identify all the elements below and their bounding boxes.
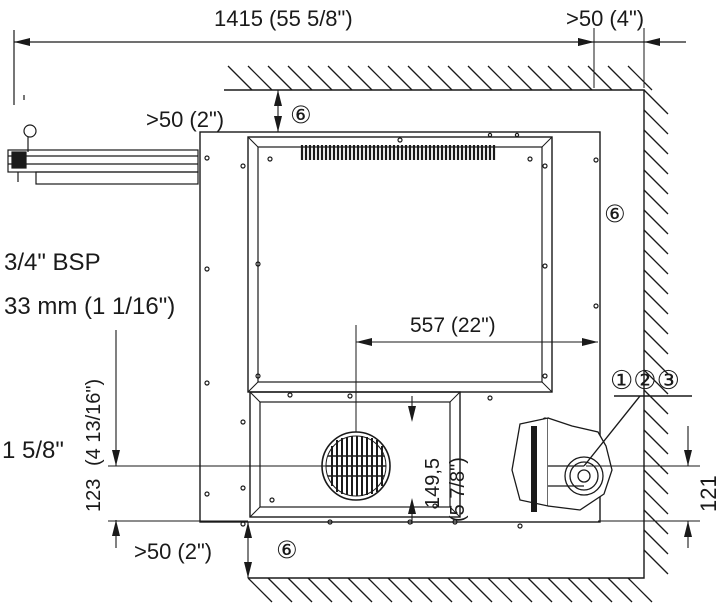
- clearance-marker-top: ⑥: [290, 101, 312, 129]
- connection-assembly: [511, 395, 692, 512]
- connection-markers: ①②③: [610, 366, 680, 396]
- top-wall-hatch: [227, 65, 653, 91]
- drain-height-imperial-label: (5 7/8"): [447, 457, 469, 522]
- bottom-clearance-label: >50 (2"): [134, 539, 212, 564]
- wall-hatching: [227, 65, 669, 603]
- hose-diameter-note: 33 mm (1 1/16"): [4, 293, 175, 320]
- drain-offset-label: 557 (22"): [410, 314, 496, 337]
- right-wall-hatch: [643, 89, 669, 575]
- wall-faces: [224, 89, 645, 579]
- bottom-wall-hatch: [247, 577, 653, 603]
- overall-width-label: 1415 (55 5/8"): [214, 6, 353, 31]
- left-height-label: 123: [83, 479, 105, 512]
- inlet-diameter-note: 1 5/8": [2, 437, 64, 464]
- left-height-imperial-label: (4 13/16"): [83, 379, 105, 466]
- drain-grille: [321, 431, 391, 501]
- drain-offset-dimension: [355, 325, 598, 432]
- right-clearance-label: >50 (4"): [566, 6, 644, 31]
- clearance-marker-right: ⑥: [604, 200, 626, 228]
- drain-height-dimension: [408, 396, 416, 524]
- clearance-marker-bottom: ⑥: [276, 536, 298, 564]
- overall-width-dimension: [13, 28, 686, 105]
- vent-slots: [300, 145, 496, 160]
- right-height-dimension: [586, 426, 700, 548]
- left-height-dimension: [108, 330, 330, 548]
- thread-note: 3/4" BSP: [4, 249, 101, 276]
- right-height-label: 121: [696, 475, 721, 512]
- drain-height-label: 149,5: [422, 458, 444, 508]
- top-clearance-label: >50 (2"): [146, 107, 224, 132]
- side-rail: [7, 95, 199, 185]
- appliance-body: [199, 131, 601, 523]
